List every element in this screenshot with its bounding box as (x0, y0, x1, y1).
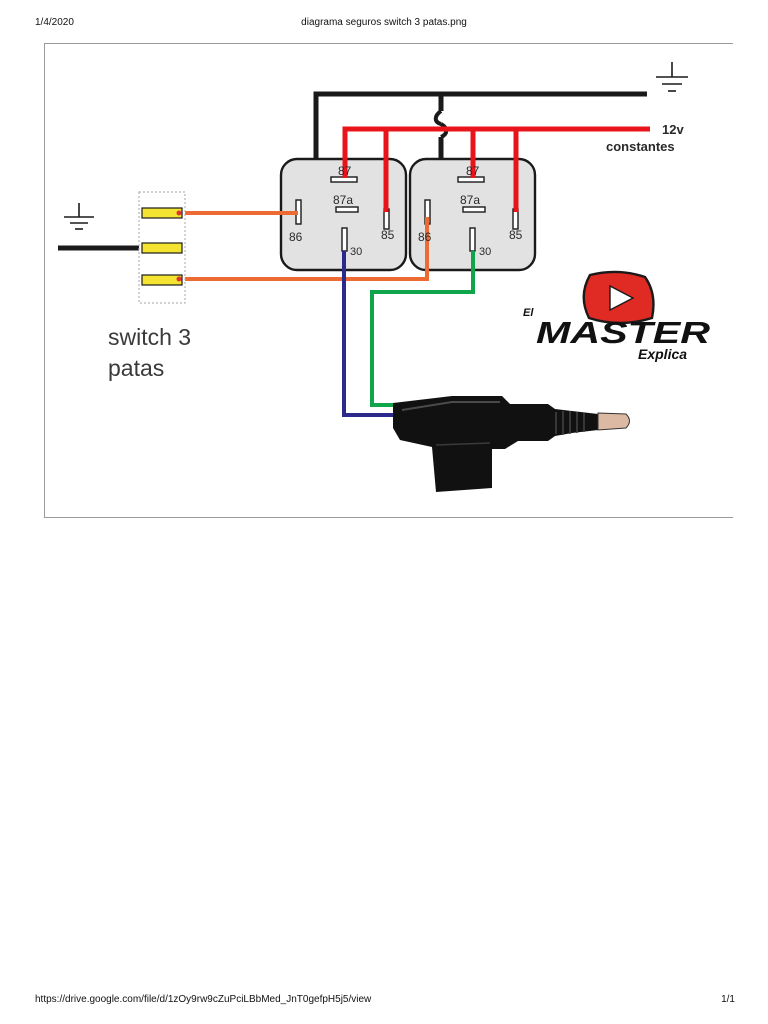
switch-terminal-middle (141, 242, 183, 254)
relay-right-pin86-label: 86 (418, 230, 432, 244)
print-date: 1/4/2020 (35, 17, 74, 28)
switch-terminal-top-dot (176, 210, 182, 216)
logo-word-master: MASTER (536, 315, 711, 350)
switch-terminal-bottom-dot (176, 276, 182, 282)
switch-wires (180, 211, 429, 281)
ground-symbol-right (656, 62, 688, 92)
switch-terminal-bottom (141, 274, 183, 286)
print-title: diagrama seguros switch 3 patas.png (301, 17, 467, 28)
print-footer: https://drive.google.com/file/d/1zOy9rw9… (0, 994, 768, 1008)
el-master-explica-logo: El MASTER Explica (523, 270, 711, 362)
supply-label-12v: 12v (662, 122, 684, 137)
motor-wire-blue (342, 251, 398, 417)
print-url: https://drive.google.com/file/d/1zOy9rw9… (35, 994, 372, 1005)
relay-right-pin30-label: 30 (479, 246, 491, 258)
relay-right-pin87a-label: 87a (460, 193, 480, 207)
ground-wire-crossover (433, 109, 443, 126)
relay-left-pin87a-label: 87a (333, 193, 353, 207)
relay-left-pin87-label: 87 (338, 164, 352, 178)
wiring-diagram-image: El MASTER Explica 87 87a 86 85 30 87 87a… (44, 43, 765, 518)
switch-label-line1: switch 3 (108, 324, 191, 350)
wiring-diagram-svg: El MASTER Explica 87 87a 86 85 30 87 87a… (44, 43, 765, 518)
relay-left-pin85-label: 85 (381, 228, 395, 242)
supply-label-constantes: constantes (606, 139, 675, 154)
print-header: 1/4/2020 diagrama seguros switch 3 patas… (0, 17, 768, 31)
motor-wire-green (370, 251, 475, 407)
print-page-number: 1/1 (721, 994, 735, 1005)
logo-word-el: El (523, 307, 534, 319)
door-lock-actuator (393, 396, 630, 492)
ground-symbol-left (64, 203, 94, 230)
relay-right-labels: 87 87a 86 85 30 (418, 164, 523, 258)
switch-terminal-top (141, 207, 183, 219)
positive-12v-wires (342, 126, 650, 212)
relay-left-pin30-label: 30 (350, 246, 362, 258)
relay-right-pin87-label: 87 (466, 164, 480, 178)
logo-word-explica: Explica (638, 346, 687, 362)
relay-left-pins (295, 176, 390, 252)
relay-right-pin85-label: 85 (509, 228, 523, 242)
switch-label-line2: patas (108, 355, 164, 381)
relay-left-pin86-label: 86 (289, 230, 303, 244)
relay-left-labels: 87 87a 86 85 30 (289, 164, 395, 258)
